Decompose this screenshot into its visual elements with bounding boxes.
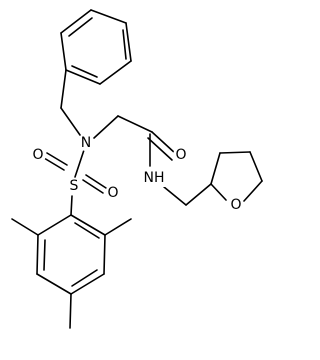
atom-n-sulfonamide: N [78, 135, 94, 151]
label-n: N [81, 135, 91, 151]
atom-amide-nh: NH [142, 169, 166, 187]
mesityl-ring [36, 214, 106, 295]
methyl-left [11, 218, 39, 236]
atom-oxygen-carbonyl: O [173, 147, 189, 163]
label-o-left: O [32, 147, 43, 163]
s-o-right-bond-a [82, 179, 104, 194]
nh-ch2-bond [163, 186, 187, 206]
label-o-right: O [107, 185, 118, 201]
ch2-n-bond [60, 107, 81, 136]
atom-sulfur: S [66, 178, 82, 194]
ch2-carbonyl-bond [117, 115, 153, 133]
carbonyl-double-bond-a [151, 131, 177, 155]
structure-drawing: N S O O O NH O [11, 9, 263, 329]
atom-oxygen-sulfonyl-right: O [105, 185, 121, 201]
thf-ring [210, 151, 263, 202]
n-s-bond [74, 149, 85, 178]
label-o-ring: O [230, 197, 241, 213]
ch2-thf-bond [185, 183, 212, 206]
label-s: S [70, 178, 79, 194]
benzyl-ch2-bond [60, 69, 67, 109]
label-nh: NH [144, 170, 165, 186]
methyl-bottom [69, 293, 72, 329]
s-o-left-bond-b [46, 152, 68, 166]
s-o-right-bond-b [85, 174, 107, 189]
molecule-diagram: N S O O O NH O [11, 9, 263, 329]
atom-oxygen-sulfonyl-left: O [30, 147, 46, 163]
s-o-left-bond-a [43, 157, 65, 171]
label-o-carbonyl: O [175, 147, 186, 163]
atom-oxygen-ring: O [228, 197, 244, 213]
s-aryl-bond [70, 195, 73, 216]
carbonyl-double-bond-b [147, 137, 173, 161]
benzyl-ring [60, 9, 132, 85]
methyl-right [104, 218, 132, 236]
n-ch2-bond [93, 115, 119, 139]
